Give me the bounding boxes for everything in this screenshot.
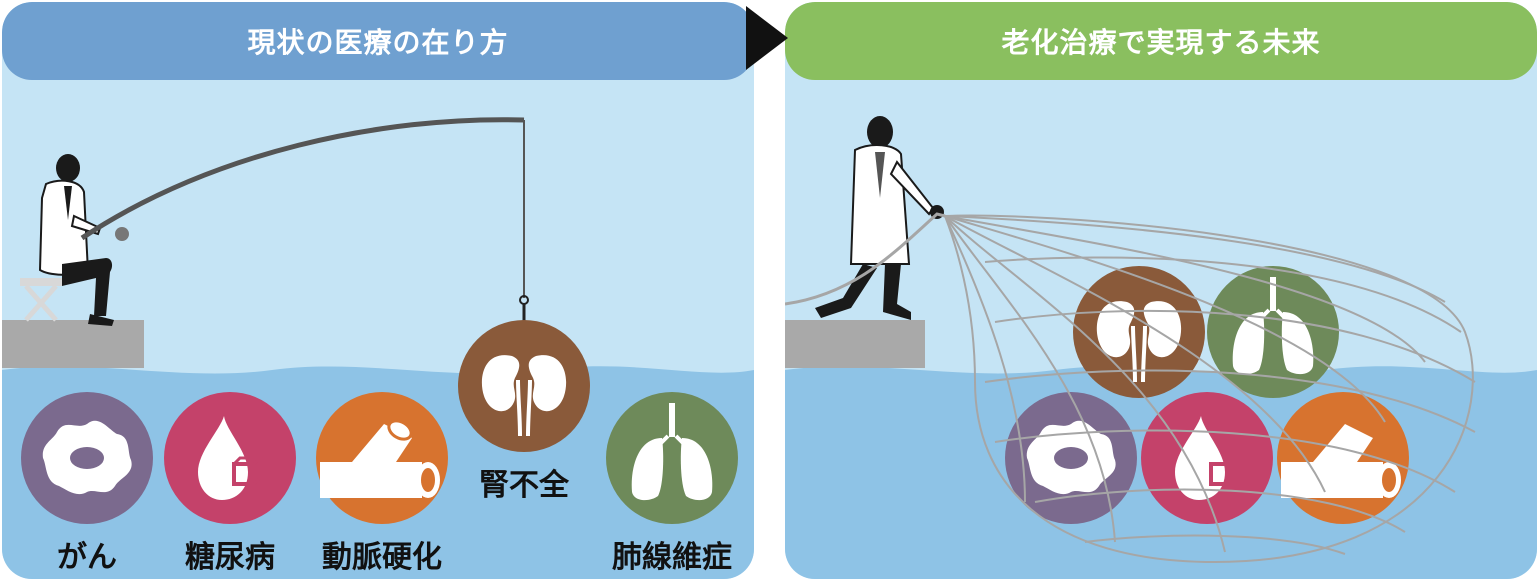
lung-icon: [606, 392, 738, 524]
transition-arrow-icon: [744, 4, 790, 72]
disease-label-kidney-failure: 腎不全: [479, 460, 569, 504]
disease-label-pulmonary-fibrosis: 肺線維症: [612, 532, 732, 576]
future-medicine-panel: 老化治療で実現する未来: [785, 2, 1537, 579]
net-fishing-scene: [785, 2, 1537, 579]
disease-label-diabetes: 糖尿病: [185, 532, 275, 576]
future-medicine-title: 老化治療で実現する未来: [1001, 21, 1320, 61]
artery-icon: [316, 392, 448, 524]
kidney-icon: [458, 320, 590, 452]
stool-icon: [20, 278, 62, 320]
seated-doctor-silhouette: [40, 154, 114, 326]
diabetes-icon: [1141, 392, 1273, 524]
fishing-scene: [2, 2, 754, 579]
disease-label-arteriosclerosis: 動脈硬化: [322, 532, 442, 576]
cancer-icon: [21, 392, 153, 524]
future-medicine-header: 老化治療で実現する未来: [785, 2, 1537, 80]
current-medicine-title: 現状の医療の在り方: [247, 21, 508, 61]
current-medicine-panel: 現状の医療の在り方: [2, 2, 754, 579]
pier: [2, 320, 144, 368]
current-medicine-header: 現状の医療の在り方: [2, 2, 754, 80]
pier: [785, 320, 925, 368]
diabetes-icon: [164, 392, 296, 524]
disease-label-cancer: がん: [57, 532, 117, 576]
kidney-icon: [1073, 266, 1205, 398]
fishing-rod-icon: [82, 120, 544, 349]
artery-icon: [1277, 392, 1409, 524]
